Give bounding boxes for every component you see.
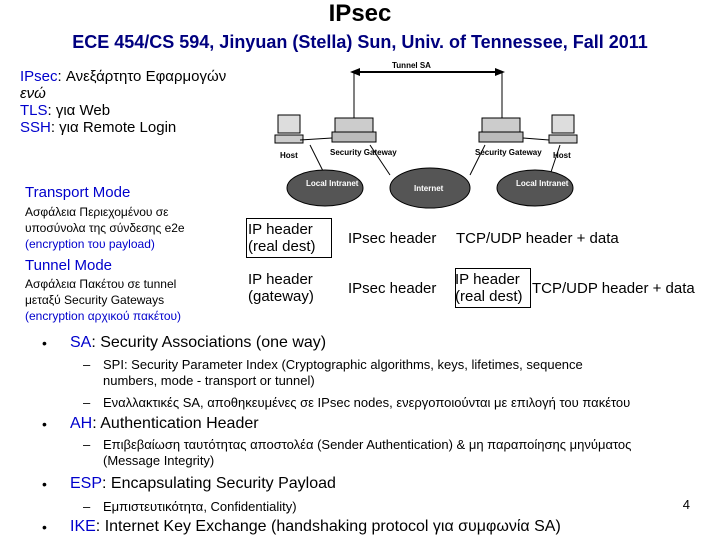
- tunnel-desc-line-3: (encryption αρχικού πακέτου): [25, 308, 181, 324]
- ah-bullet: AH: Authentication Header: [70, 415, 259, 433]
- tunnel-mode-desc: Ασφάλεια Πακέτου σε tunnel μεταξύ Securi…: [25, 276, 181, 324]
- sa-bullet: SA: Security Associations (one way): [70, 334, 326, 352]
- gateway-2-label: Security Gateway: [475, 148, 542, 157]
- tls-term: TLS: [20, 102, 48, 119]
- bullet-dot: •: [42, 416, 47, 432]
- bullet-dot: •: [42, 476, 47, 492]
- ipsec-text: : Ανεξάρτητο Εφαρμογών: [58, 68, 227, 85]
- transport-desc-line-2: υποσύνολα της σύνδεσης e2e: [25, 220, 185, 236]
- intro-ipsec-line: IPsec: Ανεξάρτητο Εφαρμογών: [20, 68, 226, 85]
- sa-sub-1-line2: numbers, mode - transport or tunnel): [103, 373, 583, 389]
- intro-ssh-line: SSH: για Remote Login: [20, 119, 226, 136]
- transport-mode-desc: Ασφάλεια Περιεχομένου σε υποσύνολα της σ…: [25, 204, 185, 252]
- dash: –: [83, 357, 90, 372]
- ike-bullet: IKE: Internet Key Exchange (handshaking …: [70, 518, 561, 536]
- host-1-label: Host: [280, 151, 298, 160]
- tunnel-inner-ip-header-box: [455, 268, 531, 308]
- tunnel-sa-diagram: Tunnel SA Host Security Gateway Security…: [270, 60, 590, 230]
- transport-desc-line-3: (encryption του payload): [25, 236, 185, 252]
- tls-text: : για Web: [48, 102, 111, 119]
- ah-sub: Επιβεβαίωση ταυτότητας αποστολέα (Sender…: [103, 437, 631, 469]
- tunnel-desc-line-1: Ασφάλεια Πακέτου σε tunnel: [25, 276, 181, 292]
- ah-sub-line2: (Message Integrity): [103, 453, 631, 469]
- ssh-text: : για Remote Login: [51, 119, 176, 136]
- intro-while-line: ενώ: [20, 85, 226, 102]
- ike-text: : Internet Key Exchange (handshaking pro…: [96, 518, 561, 535]
- local-intranet-1-cloud: [287, 170, 363, 206]
- host-1-icon: [275, 115, 303, 143]
- bullet-dot: •: [42, 519, 47, 535]
- sa-text: : Security Associations (one way): [91, 334, 326, 351]
- tunnel-payload: TCP/UDP header + data: [532, 280, 695, 297]
- tunnel-sa-label: Tunnel SA: [392, 61, 431, 70]
- ipsec-term: IPsec: [20, 68, 58, 85]
- tunnel-arrow-left: [350, 68, 360, 76]
- tunnel-mode-title: Tunnel Mode: [25, 257, 112, 274]
- esp-sub: Εμπιστευτικότητα, Confidentiality): [103, 499, 297, 515]
- intro-text: IPsec: Ανεξάρτητο Εφαρμογών ενώ TLS: για…: [20, 68, 226, 136]
- ah-sub-line1: Επιβεβαίωση ταυτότητας αποστολέα (Sender…: [103, 437, 631, 453]
- tunnel-ip-header-line1: IP header: [248, 271, 314, 288]
- page-number: 4: [683, 497, 690, 512]
- dash: –: [83, 395, 90, 410]
- dash: –: [83, 499, 90, 514]
- ah-term: AH: [70, 415, 92, 432]
- esp-text: : Encapsulating Security Payload: [102, 475, 336, 492]
- dash: –: [83, 437, 90, 452]
- host-2-icon: [549, 115, 577, 143]
- sa-sub-1-line1: SPI: Security Parameter Index (Cryptogra…: [103, 357, 583, 373]
- intro-tls-line: TLS: για Web: [20, 102, 226, 119]
- tunnel-arrow-right: [495, 68, 505, 76]
- esp-term: ESP: [70, 475, 102, 492]
- tunnel-ip-header-line2: (gateway): [248, 288, 314, 305]
- transport-ip-header-box: [246, 218, 332, 258]
- transport-payload: TCP/UDP header + data: [456, 230, 619, 247]
- sa-term: SA: [70, 334, 91, 351]
- bullet-dot: •: [42, 335, 47, 351]
- ah-text: : Authentication Header: [92, 415, 258, 432]
- local-intranet-2-cloud: [497, 170, 573, 206]
- transport-desc-line-1: Ασφάλεια Περιεχομένου σε: [25, 204, 185, 220]
- esp-bullet: ESP: Encapsulating Security Payload: [70, 475, 336, 493]
- transport-ipsec-header: IPsec header: [348, 230, 436, 247]
- tunnel-desc-line-2: μεταξύ Security Gateways: [25, 292, 181, 308]
- local-intranet-2-label: Local Intranet: [516, 179, 569, 188]
- internet-label: Internet: [414, 184, 444, 193]
- slide-subtitle: ECE 454/CS 594, Jinyuan (Stella) Sun, Un…: [0, 32, 720, 53]
- security-gateway-1-icon: [332, 118, 376, 142]
- tunnel-ipsec-header: IPsec header: [348, 280, 436, 297]
- sa-sub-1: SPI: Security Parameter Index (Cryptogra…: [103, 357, 583, 389]
- tunnel-ip-header: IP header (gateway): [248, 271, 314, 305]
- sa-sub-2: Εναλλακτικές SA, αποθηκευμένες σε IPsec …: [103, 395, 630, 411]
- gateway-1-label: Security Gateway: [330, 148, 397, 157]
- transport-mode-title: Transport Mode: [25, 184, 130, 201]
- local-intranet-1-label: Local Intranet: [306, 179, 359, 188]
- ike-term: IKE: [70, 518, 96, 535]
- ssh-term: SSH: [20, 119, 51, 136]
- security-gateway-2-icon: [479, 118, 523, 142]
- slide-title: IPsec: [0, 0, 720, 28]
